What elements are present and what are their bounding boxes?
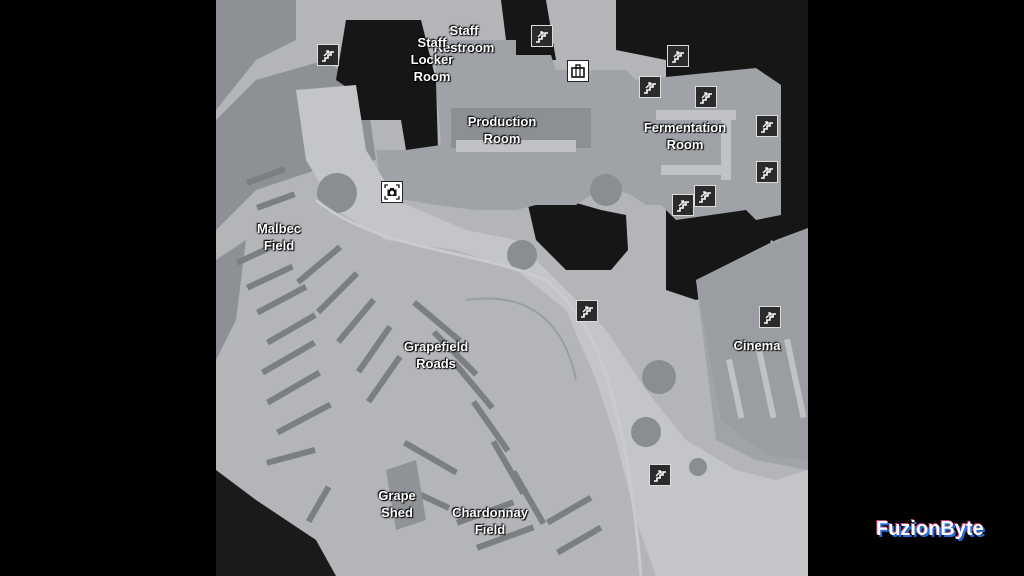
stairs-icon[interactable] — [531, 25, 553, 47]
map-label-line: Field — [474, 522, 506, 537]
map-label-line: Staff — [417, 35, 447, 50]
map-label-line: Cinema — [733, 338, 781, 353]
map-label-line: Room — [413, 69, 451, 84]
map-label-line: Shed — [381, 505, 413, 520]
map-label-cinema: Cinema — [734, 337, 781, 354]
map-label-line: Malbec — [256, 221, 302, 236]
map-label-line: Field — [263, 238, 295, 253]
camera-icon[interactable] — [381, 181, 403, 203]
stairs-icon[interactable] — [756, 115, 778, 137]
stairs-icon[interactable] — [672, 194, 694, 216]
map-label-line: Fermentation — [643, 120, 727, 135]
stairs-icon[interactable] — [694, 185, 716, 207]
map-label-line: Production — [467, 114, 537, 129]
stairs-icon[interactable] — [667, 45, 689, 67]
stairs-icon[interactable] — [639, 76, 661, 98]
stairs-icon[interactable] — [649, 464, 671, 486]
map-label-line: Grapefield — [403, 339, 469, 354]
stairs-icon[interactable] — [317, 44, 339, 66]
stairs-icon[interactable] — [576, 300, 598, 322]
stairs-icon[interactable] — [756, 161, 778, 183]
stairs-icon[interactable] — [759, 306, 781, 328]
map-label-line: Roads — [416, 356, 456, 371]
map-label-line: Room — [666, 137, 704, 152]
vineyard-rows — [236, 166, 603, 556]
map-label-line: Grape — [378, 488, 416, 503]
map-label-line: Restroom — [433, 40, 495, 55]
map-label-line: Staff — [449, 23, 479, 38]
map-label-line: Room — [483, 131, 521, 146]
watermark-logo: FuzionByte — [876, 518, 984, 540]
briefcase-icon[interactable] — [567, 60, 589, 82]
map-label-line: Locker — [410, 52, 454, 67]
stairs-icon[interactable] — [695, 86, 717, 108]
map-label-line: Chardonnay — [452, 505, 528, 520]
map-terrain — [216, 0, 808, 576]
